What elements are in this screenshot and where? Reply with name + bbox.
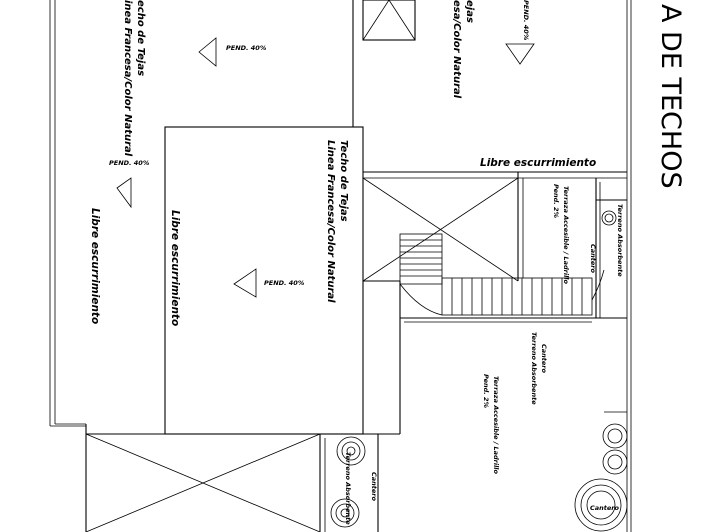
roof-material-line-1: Techo de Tejas <box>338 140 349 222</box>
right-terrace: Terraza Accesible / Ladrillo Pend. 2% Te… <box>552 178 627 318</box>
skylight-diagonal <box>388 0 416 41</box>
plant-icon <box>604 213 614 223</box>
skylight-box <box>362 0 416 41</box>
plant-icon <box>607 428 623 444</box>
stair-lower <box>441 277 593 316</box>
plant-icon <box>580 484 622 526</box>
slope-label: PEND. 40% <box>109 159 150 167</box>
cantero-label: Cantero <box>370 472 378 502</box>
stair-box <box>399 233 443 285</box>
top-roof: PEND. 40% ejas esa/Color Natural <box>362 0 535 99</box>
middle-terrace: Cantero Terreno Absorbente Terraza Acces… <box>482 332 548 475</box>
center-roof: PEND. 40% Techo de Tejas Linea Francesa/… <box>85 126 401 532</box>
stair-landing-curve <box>591 269 605 301</box>
plant-icon <box>607 454 623 470</box>
lower-right-planter: Cantero <box>574 411 628 532</box>
slope-arrow-icon <box>116 177 132 209</box>
stair-landing-curve <box>399 283 443 316</box>
roof-material-line-2: esa/Color Natural <box>451 0 462 99</box>
plant-icon <box>586 490 616 520</box>
drain-label: Libre escurrimiento <box>89 208 101 324</box>
plant-icon <box>341 441 361 461</box>
slope-label: PEND. 40% <box>264 279 305 287</box>
terrace-slope-label: Pend. 2% <box>552 184 560 219</box>
lower-slab: Cantero Terreno Absorbente <box>85 433 379 532</box>
void-and-stairs: Libre escurrimiento <box>362 157 627 323</box>
stair-run-box <box>441 277 593 316</box>
plant-icon <box>602 449 628 475</box>
plant-icon <box>346 446 356 456</box>
plant-icon <box>335 503 355 523</box>
drain-label: Libre escurrimiento <box>169 210 181 326</box>
slope-arrow-icon <box>233 268 257 298</box>
drain-horizontal-label: Libre escurrimiento <box>480 157 596 169</box>
plant-icon <box>601 210 617 226</box>
stair-upper <box>399 233 443 285</box>
plant-icon <box>574 478 628 532</box>
roof-material-line-2: inea Francesa/Color Natural <box>122 0 133 157</box>
plant-icon <box>336 436 366 466</box>
plant-icon <box>340 508 350 518</box>
cantero-label: Cantero <box>590 504 620 512</box>
plant-icon <box>330 498 360 528</box>
plant-icon <box>602 423 628 449</box>
slope-label: PEND. 40% <box>226 44 267 52</box>
left-roof: PEND. 40% PEND. 40% echo de Tejas inea F… <box>49 0 354 427</box>
slab-cross <box>85 433 321 532</box>
terreno-label: Terreno Absorbente <box>530 332 538 405</box>
roof-material-line-2: Linea Francesa/Color Natural <box>325 140 336 303</box>
slope-label: PEND. 40% <box>522 0 530 41</box>
slope-arrow-icon <box>505 43 535 65</box>
roof-material-line-1: ejas <box>464 0 475 23</box>
roof-material-line-1: echo de Tejas <box>135 0 146 76</box>
cantero-label: Cantero <box>540 344 548 374</box>
slope-arrow-icon <box>198 37 217 67</box>
terrace-label: Terraza Accesible / Ladrillo <box>562 186 570 285</box>
terrace-label: Terraza Accesible / Ladrillo <box>492 376 500 475</box>
skylight-diagonal <box>362 0 390 41</box>
void-cross <box>362 177 519 282</box>
sheet-title: A DE TECHOS <box>655 4 686 189</box>
terrace-slope-label: Pend. 2% <box>482 374 490 409</box>
cantero-label: Cantero <box>589 244 597 274</box>
terreno-label: Terreno Absorbente <box>344 452 352 525</box>
terreno-label: Terreno Absorbente <box>616 204 624 277</box>
